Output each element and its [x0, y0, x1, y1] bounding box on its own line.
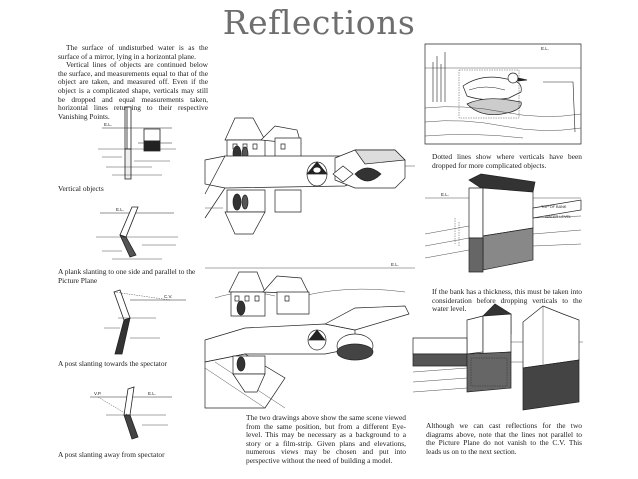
harbour-scene-low-eye-level: E.L.	[205, 262, 415, 408]
duck-reflection-figure: E.L.	[423, 42, 583, 146]
intro-paragraph-2: Vertical lines of objects are continued …	[58, 60, 208, 121]
caption-vertical-objects: Vertical objects	[58, 184, 104, 193]
caption-buildings: Although we can cast reflections for the…	[426, 421, 582, 456]
bank-thickness-figure: E.L. TOP OF BANK WATER LEVEL	[423, 174, 583, 286]
svg-text:E.L.: E.L.	[148, 391, 156, 396]
svg-text:C.V.: C.V.	[164, 294, 172, 299]
caption-post-towards: A post slanting towards the spectator	[58, 359, 167, 368]
post-towards-figure: C.V.	[100, 288, 190, 358]
caption-center: The two drawings above show the same sce…	[246, 413, 406, 465]
caption-plank: A plank slanting to one side and paralle…	[58, 267, 196, 285]
svg-text:TOP OF BANK: TOP OF BANK	[541, 205, 567, 209]
intro-text: The surface of undisturbed water is as t…	[58, 43, 208, 121]
plank-slanting-figure: E.L.	[92, 205, 182, 265]
caption-duck: Dotted lines show where verticals have b…	[432, 152, 582, 170]
svg-text:E.L.: E.L.	[116, 207, 124, 212]
caption-post-away: A post slanting away from spectator	[58, 450, 165, 459]
intro-paragraph-1: The surface of undisturbed water is as t…	[58, 43, 208, 61]
eye-level-label: E.L.	[104, 122, 112, 127]
caption-bank: If the bank has a thickness, this must b…	[432, 287, 582, 314]
vertical-objects-figure: E.L.	[92, 105, 182, 183]
svg-text:E.L.: E.L.	[391, 262, 399, 267]
oblique-buildings-figure	[413, 302, 583, 414]
svg-text:E.L.: E.L.	[441, 192, 449, 197]
svg-text:E.L.: E.L.	[541, 46, 549, 51]
post-away-figure: V.P. E.L.	[86, 385, 176, 443]
harbour-scene-high-eye-level: E.L. C.V.	[205, 108, 415, 258]
page-title: Reflections	[222, 3, 416, 42]
svg-text:V.P.: V.P.	[94, 391, 102, 396]
